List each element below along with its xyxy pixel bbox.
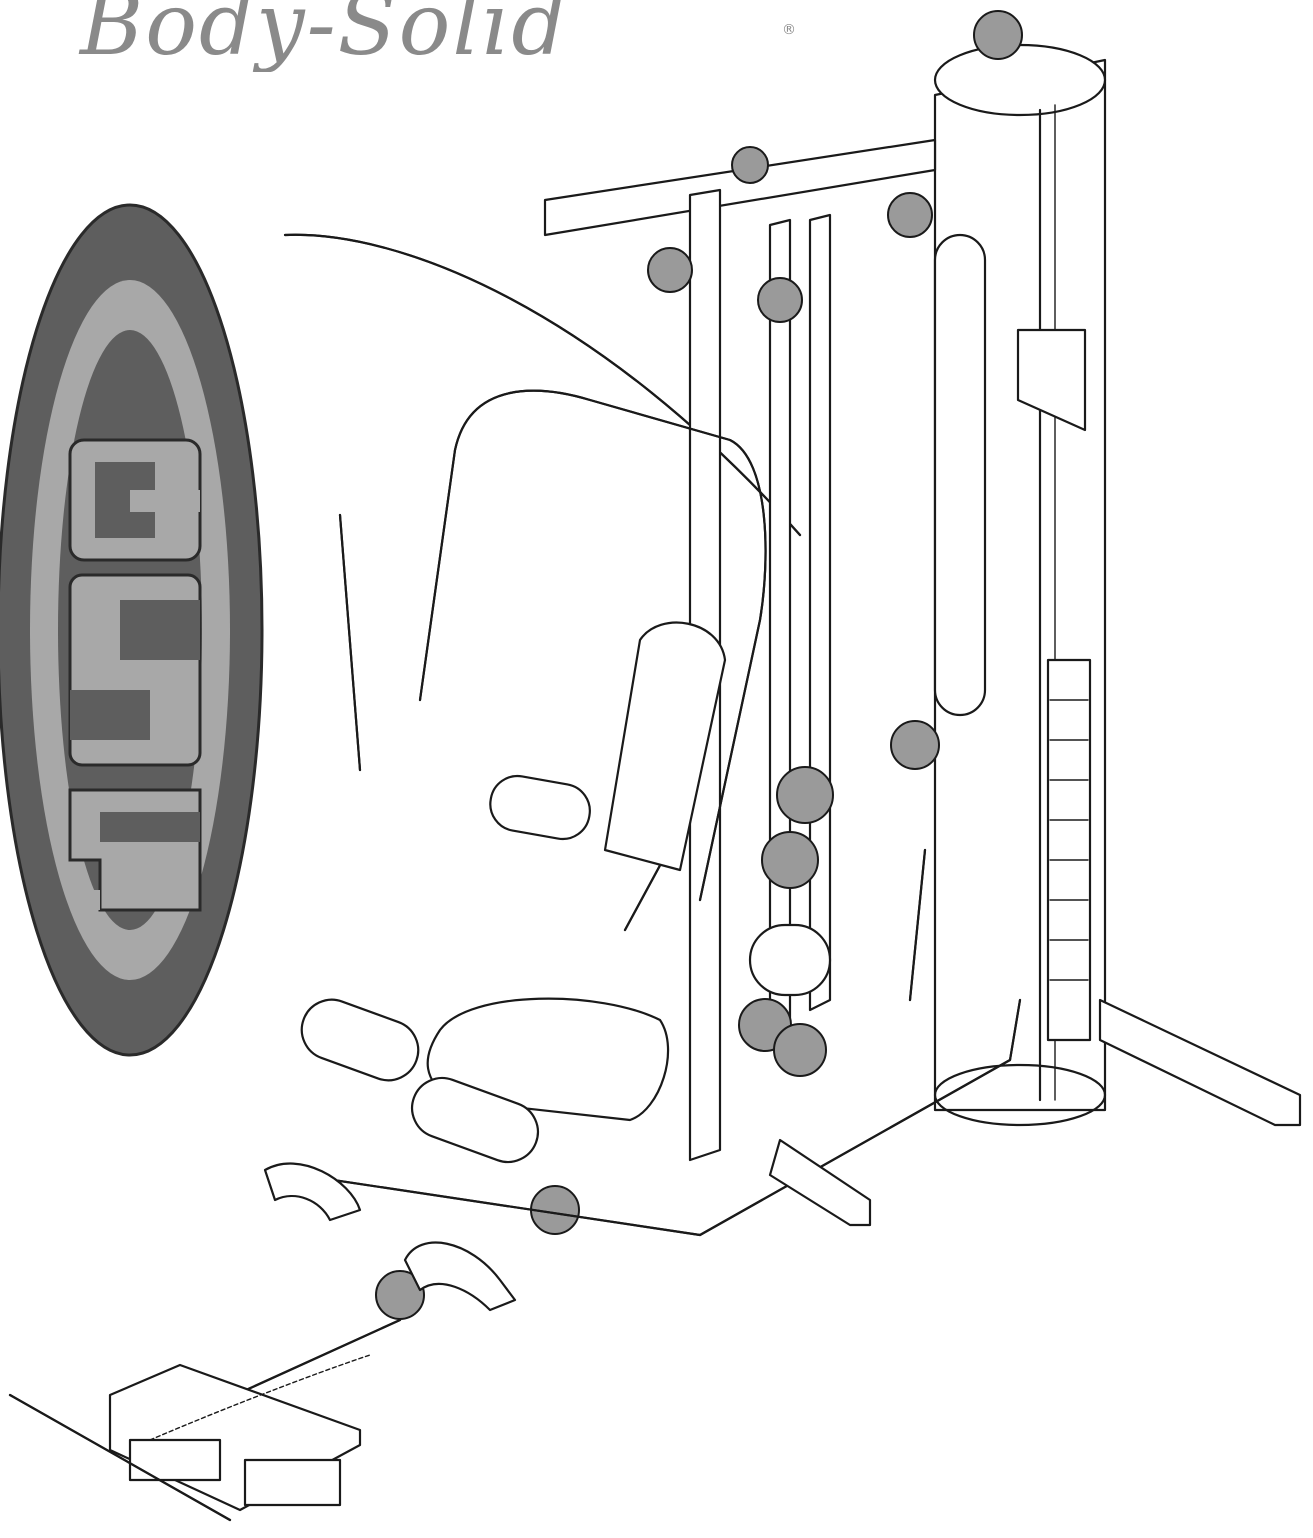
registered-mark: ®	[782, 22, 796, 38]
foot-plate	[8, 1318, 402, 1522]
brand-wordmark-text: Body-Solid	[78, 0, 568, 72]
weight-stack-tower	[933, 10, 1107, 1127]
sg5-logo	[0, 203, 264, 1057]
seat-pad	[426, 997, 670, 1122]
logo-letter-5	[68, 573, 202, 767]
logo-letter-g	[68, 438, 202, 562]
top-beam	[543, 138, 937, 238]
body-solid-wordmark: Body-Solid ®	[78, 0, 796, 72]
base-leg-front	[768, 1138, 872, 1227]
logo-letter-s	[68, 788, 202, 912]
pulleys	[375, 247, 940, 1320]
base-leg-right	[1098, 998, 1302, 1127]
leg-extension-pads	[300, 774, 832, 1164]
lat-pulldown-bar	[283, 233, 802, 537]
leg-curl-hooks	[263, 1162, 517, 1312]
backrest-pad	[603, 621, 727, 872]
